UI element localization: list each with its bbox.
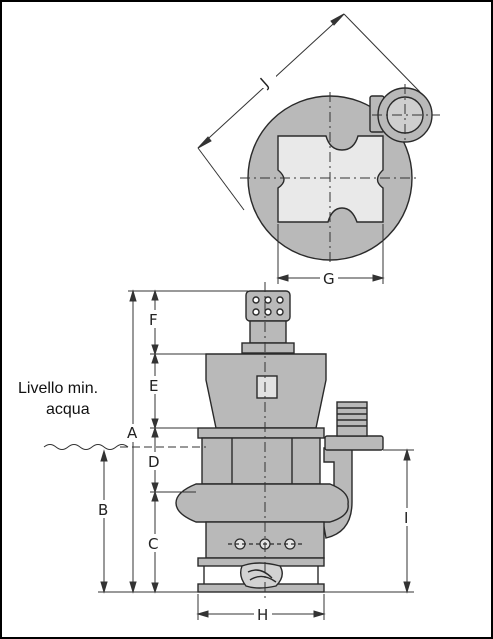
dim-chain xyxy=(150,289,206,594)
water-level xyxy=(43,444,206,450)
pump-volute xyxy=(175,483,349,523)
dim-b xyxy=(98,449,130,594)
dim-h xyxy=(196,594,326,620)
outlet-flange-side xyxy=(324,435,384,451)
c-label-bg xyxy=(146,534,164,552)
hose-fitting xyxy=(336,401,368,437)
water-level-label-line2: acqua xyxy=(46,401,90,418)
h-label-bg xyxy=(254,606,272,622)
impeller xyxy=(239,562,283,589)
dim-g xyxy=(276,224,385,284)
label-D: D xyxy=(148,453,160,471)
a-label-bg xyxy=(124,424,142,442)
i-label-bg xyxy=(400,508,416,526)
label-G: G xyxy=(323,270,335,288)
j-label-bg xyxy=(258,68,276,88)
water-level-label-line1: Livello min. xyxy=(18,380,98,397)
label-H: H xyxy=(257,606,268,624)
f-label-bg xyxy=(146,310,164,328)
connector-head xyxy=(245,290,291,322)
label-F: F xyxy=(149,311,158,329)
label-A: A xyxy=(127,424,138,442)
housing-window xyxy=(256,375,278,399)
top-centerlines xyxy=(240,84,440,262)
label-E: E xyxy=(149,377,158,395)
side-view xyxy=(175,290,384,593)
label-I: I xyxy=(404,509,408,527)
motor-body xyxy=(201,437,321,485)
g-label-bg xyxy=(320,270,338,286)
housing-ring xyxy=(197,427,325,439)
neck-collar xyxy=(241,342,295,354)
label-B: B xyxy=(98,501,108,519)
d-label-bg xyxy=(146,452,164,470)
e-label-bg xyxy=(146,376,164,394)
connector-neck xyxy=(249,320,287,344)
b-label-bg xyxy=(96,500,114,518)
label-C: C xyxy=(148,535,158,553)
